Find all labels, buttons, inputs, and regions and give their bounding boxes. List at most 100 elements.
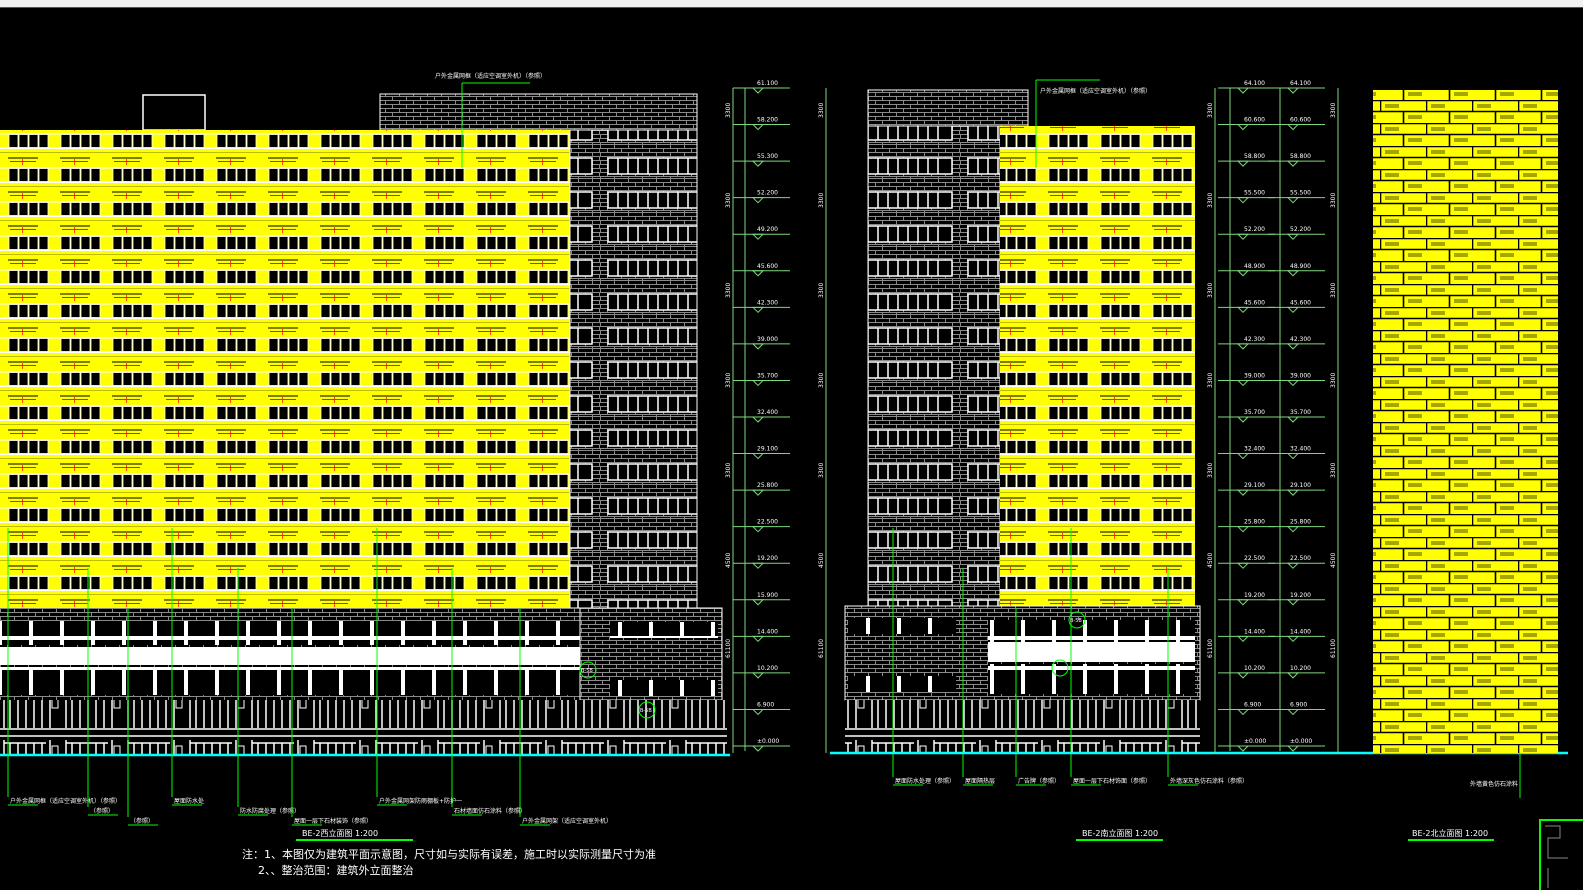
level-label: 48.900 bbox=[1244, 263, 1265, 270]
podium-window bbox=[610, 622, 718, 638]
dimension-label: 3300 bbox=[1330, 463, 1337, 478]
level-label: 52.200 bbox=[1244, 226, 1265, 233]
level-label: 14.400 bbox=[1290, 628, 1311, 635]
level-marker bbox=[751, 562, 765, 569]
dimension-label: 3300 bbox=[1207, 283, 1214, 298]
roof-parapet bbox=[379, 93, 698, 131]
level-label: 52.200 bbox=[1290, 226, 1311, 233]
level-marker bbox=[1286, 526, 1300, 533]
section-tag-label: B-5B bbox=[640, 708, 652, 714]
west-callouts: 户外金属网框（适应空调室外机）（参照）（参照）（参照）屋面防水处防水防腐处理（参… bbox=[7, 528, 612, 826]
shopfront bbox=[845, 700, 1200, 754]
level-label: 60.600 bbox=[1290, 117, 1311, 124]
yellow-facade bbox=[1373, 90, 1558, 753]
level-marker bbox=[1236, 233, 1250, 240]
level-label: 39.000 bbox=[1244, 372, 1265, 379]
level-label: 35.700 bbox=[1244, 409, 1265, 416]
level-marker bbox=[1236, 160, 1250, 167]
podium-window bbox=[848, 618, 956, 634]
section-tag-label: B-5B bbox=[581, 668, 593, 674]
dimension-label: 3300 bbox=[818, 103, 825, 118]
level-marker bbox=[751, 343, 765, 350]
level-marker bbox=[751, 672, 765, 679]
level-marker bbox=[1236, 87, 1250, 94]
level-marker bbox=[1286, 708, 1300, 716]
level-label: 39.000 bbox=[1290, 372, 1311, 379]
dimension-label: 4500 bbox=[1207, 553, 1214, 568]
level-marker bbox=[1286, 124, 1300, 131]
dimension-label: 3300 bbox=[1207, 373, 1214, 388]
level-marker bbox=[751, 197, 765, 204]
level-label: 45.600 bbox=[1290, 299, 1311, 306]
note-line-2: 2、、整治范围：建筑外立面整治 bbox=[258, 863, 414, 877]
elevation-dimension-column: 3300 3300 3300 3300 3300 4500 61100 61.100 58.20… bbox=[725, 80, 827, 753]
level-marker bbox=[1286, 745, 1300, 752]
level-marker bbox=[751, 635, 765, 643]
level-label: 6.900 bbox=[1290, 701, 1307, 708]
level-marker bbox=[1286, 672, 1300, 679]
yellow-facade bbox=[1000, 126, 1195, 606]
podium-window bbox=[610, 680, 718, 696]
dimension-label: 3300 bbox=[1330, 283, 1337, 298]
level-marker bbox=[1236, 526, 1250, 533]
level-marker bbox=[1286, 453, 1300, 460]
level-label: 32.400 bbox=[757, 409, 778, 416]
callout-label: 户外金属网架（适应空调室外机） bbox=[522, 817, 612, 825]
dimension-label: 3300 bbox=[818, 283, 825, 298]
level-label: 15.900 bbox=[757, 592, 778, 599]
callout-label: 屋面防水处 bbox=[174, 797, 204, 805]
section-tag-label: B-5B bbox=[1053, 666, 1065, 672]
level-marker bbox=[751, 416, 765, 423]
callout-label: 屋面隔热层 bbox=[965, 777, 995, 785]
level-marker bbox=[1236, 489, 1250, 496]
level-label: 58.800 bbox=[1244, 153, 1265, 160]
gray-stair-tower bbox=[867, 125, 1001, 607]
roof-machine-room bbox=[142, 94, 206, 131]
level-marker bbox=[1286, 635, 1300, 643]
dimension-label: 3300 bbox=[725, 283, 732, 298]
podium-window-band bbox=[988, 664, 1195, 694]
level-marker bbox=[1286, 343, 1300, 350]
level-marker bbox=[751, 745, 765, 752]
level-marker bbox=[1236, 343, 1250, 350]
dimension-label: 3300 bbox=[1207, 193, 1214, 208]
level-label: 29.100 bbox=[1244, 482, 1265, 489]
podium-sign-band bbox=[988, 642, 1195, 662]
dimension-label: 4500 bbox=[725, 553, 732, 568]
callout-label: 外墙深灰色仿石涂料（参照） bbox=[1170, 777, 1248, 785]
level-marker bbox=[1286, 233, 1300, 240]
north-elevation: 外墙黄色仿石涂料 BE-2北立面图 1:200 bbox=[1373, 90, 1583, 890]
callout-label: （参照） bbox=[130, 817, 154, 825]
elevation-dimension-column: 3300330033003300330045006110064.10060.60… bbox=[1207, 80, 1339, 753]
yellow-facade bbox=[0, 130, 570, 608]
level-marker bbox=[751, 233, 765, 240]
dimension-label: 4500 bbox=[818, 553, 825, 568]
dimension-label: 3300 bbox=[1207, 463, 1214, 478]
level-label: ±0.000 bbox=[1244, 738, 1266, 745]
level-label: ±0.000 bbox=[1290, 738, 1312, 745]
level-label: 10.200 bbox=[1244, 665, 1265, 672]
level-label: 19.200 bbox=[1244, 592, 1265, 599]
dimension-label: 3300 bbox=[725, 103, 732, 118]
level-label: 42.300 bbox=[1244, 336, 1265, 343]
dimension-label: 61100 bbox=[1207, 639, 1214, 658]
level-label: 6.900 bbox=[757, 701, 774, 708]
cad-drawing-canvas[interactable]: 户外金属网框（适应空调室外机）（参照） 户外金属网框（适应空调室外机）（参照）（… bbox=[0, 8, 1583, 890]
section-tag bbox=[1068, 611, 1086, 629]
dimension-label: 4500 bbox=[1330, 553, 1337, 568]
level-label: 61.100 bbox=[757, 80, 778, 87]
level-marker bbox=[751, 124, 765, 131]
level-label: 45.600 bbox=[1244, 299, 1265, 306]
level-label: 52.200 bbox=[757, 190, 778, 197]
level-label: 58.200 bbox=[757, 117, 778, 124]
podium-window-band bbox=[988, 620, 1195, 642]
level-marker bbox=[1236, 599, 1250, 606]
level-marker bbox=[1286, 489, 1300, 496]
south-elevation: 户外金属网框（适应空调室外机）（参照） 屋面防水处理（参照）屋面隔热层广告牌（参… bbox=[579, 79, 1248, 841]
title-block-linework bbox=[1545, 825, 1568, 888]
dimension-label: 3300 bbox=[725, 373, 732, 388]
level-marker bbox=[1236, 124, 1250, 131]
level-label: 25.800 bbox=[1244, 519, 1265, 526]
dimension-label: 61100 bbox=[725, 639, 732, 658]
level-label: ±0.000 bbox=[757, 738, 779, 745]
